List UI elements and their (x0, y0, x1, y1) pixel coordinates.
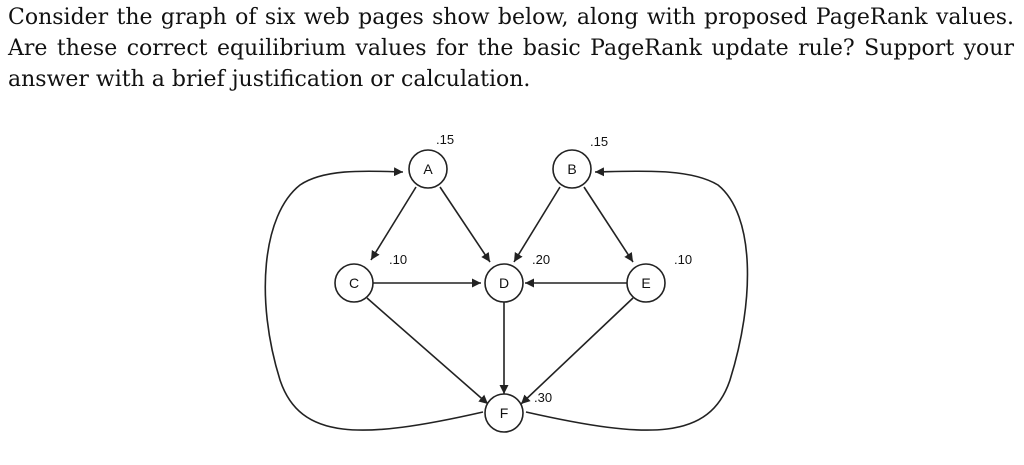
node-a: A (408, 149, 448, 189)
node-d-label: D (499, 275, 509, 291)
pagerank-value-c: .10 (389, 252, 407, 267)
node-a-label: A (423, 161, 433, 177)
edge-a-c (370, 186, 417, 261)
edge-f-a (264, 167, 484, 431)
pagerank-value-a: .15 (436, 132, 454, 147)
node-d: D (484, 263, 524, 303)
pagerank-value-b: .15 (590, 134, 608, 149)
node-c: C (334, 263, 374, 303)
node-f-label: F (500, 405, 509, 421)
edge-c-f (366, 297, 489, 405)
question-text: Consider the graph of six web pages show… (8, 5, 1014, 92)
edge-b-e (583, 186, 634, 263)
node-e: E (626, 263, 666, 303)
node-f: F (484, 393, 524, 433)
node-c-label: C (349, 275, 359, 291)
pagerank-value-e: .10 (674, 252, 692, 267)
edge-e-f (520, 297, 634, 405)
node-b-label: B (567, 161, 576, 177)
edge-b-d (513, 186, 561, 263)
pagerank-value-d: .20 (532, 252, 550, 267)
node-e-label: E (641, 275, 650, 291)
edge-f-b (525, 167, 749, 431)
pagerank-value-f: .30 (534, 390, 552, 405)
node-b: B (552, 149, 592, 189)
edge-a-d (439, 186, 491, 263)
